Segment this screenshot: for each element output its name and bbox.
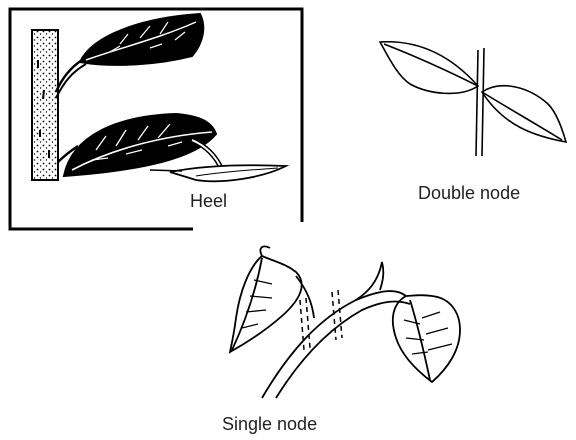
heel-stem <box>32 30 58 180</box>
single-node-stem <box>262 291 406 398</box>
heel-base <box>170 165 286 181</box>
double-node-caption: Double node <box>418 183 520 204</box>
single-node-left-leaf <box>230 256 302 352</box>
double-node-illustration <box>380 42 566 156</box>
heel-lower-leaf <box>64 114 216 176</box>
double-node-stem <box>476 48 484 156</box>
double-node-left-leaf <box>380 42 478 94</box>
single-node-right-leaf <box>393 295 460 382</box>
heel-panel <box>10 9 302 229</box>
heel-upper-branch <box>56 60 82 92</box>
single-node-illustration <box>230 246 460 398</box>
single-node-caption: Single node <box>222 414 317 435</box>
double-node-right-leaf <box>482 86 566 142</box>
heel-caption: Heel <box>190 191 227 212</box>
heel-upper-leaf <box>80 14 203 65</box>
